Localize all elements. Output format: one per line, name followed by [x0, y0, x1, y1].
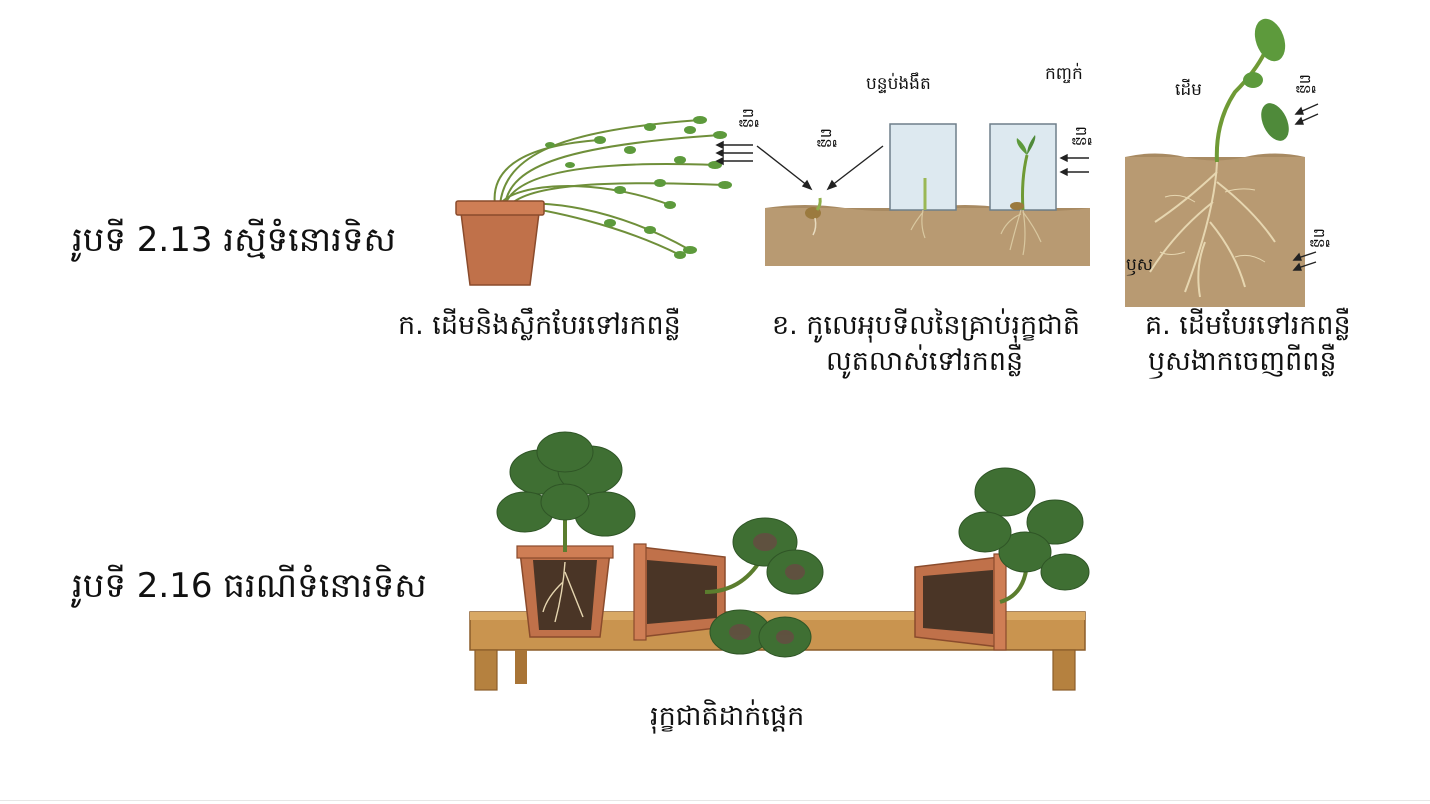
- panel-a-caption: ក. ដើមនិងស្លឹកបែរទៅរកពន្លឺ: [398, 310, 681, 341]
- panel-c-caption-line2: ឫសងាកចេញពីពន្លឺ: [1148, 346, 1337, 377]
- figure-216-title: រូបទី 2.16 ធរណីទំនោរទិស: [72, 566, 427, 606]
- panel-c-illustration: [1125, 18, 1305, 307]
- panel-c-light-arrows-top: [1294, 103, 1319, 125]
- panel-c-label-stem: ដើម: [1175, 80, 1202, 100]
- panel-c-label-root: ឫស: [1126, 255, 1153, 275]
- panel-c-light-arrows-bottom: [1292, 251, 1317, 271]
- panel-b-light-label-right: ពន្លឺ: [1072, 126, 1091, 147]
- figure-216-illustration: [469, 431, 1090, 691]
- panel-b-label-glass: កញ្ចក់: [1045, 64, 1083, 84]
- panel-b-illustration: [756, 123, 1090, 266]
- panel-a-light-label: ពន្លឺ: [739, 108, 758, 129]
- footer-divider: [0, 800, 1430, 801]
- panel-c-caption-line1: គ. ដើមបែរទៅរកពន្លឺ: [1145, 310, 1351, 341]
- figure-216-caption: រុក្ខជាតិដាក់ផ្តេក: [650, 701, 805, 732]
- panel-b-caption-line1: ខ. កូលេអុបទីលនៃគ្រាប់រុក្ខជាតិ: [772, 310, 1080, 341]
- panel-c-light-label-bottom: ពន្លឺ: [1310, 228, 1329, 249]
- panel-c-light-label-top: ពន្លឺ: [1296, 74, 1315, 95]
- panel-b-label-dark-cap: បន្ទប់ងងឹត: [866, 74, 931, 94]
- figure-213-title: រូបទី 2.13 រស្មីទំនោរទិស: [72, 220, 396, 260]
- panel-b-caption-line2: លូតលាស់ទៅរកពន្លឺ: [826, 346, 1024, 377]
- panel-a-illustration: [455, 116, 732, 286]
- panel-b-light-label-left: ពន្លឺ: [817, 128, 836, 149]
- panel-a-light-arrows: [715, 140, 753, 166]
